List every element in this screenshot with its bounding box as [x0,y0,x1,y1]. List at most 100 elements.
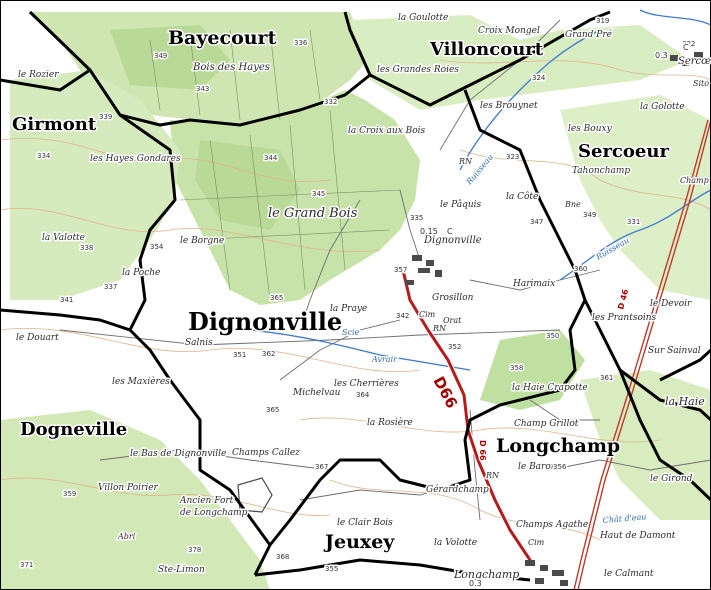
contour-lines [0,59,711,541]
place-label-la-haie: la Haie [665,395,705,408]
contour-8 [329,479,601,541]
boundary-jeuxey [254,558,531,582]
place-label-la-rosiere: la Rosière [367,417,413,428]
altitude-label: 360 [574,265,587,273]
path-2 [399,189,421,261]
place-label-champ-grillot: Champ Grillot [514,419,579,429]
altitude-label: 359 [63,490,76,498]
place-label-sito: Sito [693,79,709,88]
misc-label-alt-0-3: 0.3 [655,51,668,60]
altitude-label: 331 [627,218,640,226]
boundary-longchamp-east [618,369,711,502]
place-label-le-grand-bois: le Grand Bois [268,206,358,221]
commune-label-bayecourt: Bayecourt [168,27,277,49]
contour-4 [439,59,711,81]
place-label-les-grandes-roies: les Grandes Roies [377,65,459,75]
main-road-d66 [400,267,533,563]
commune-label-girmont: Girmont [12,114,97,135]
place-label-croix-mongel: Croix Mongel [478,26,540,36]
place-label-les-maxieres: les Maxières [112,376,170,387]
stream-top-right [639,9,711,26]
place-label-bne: Bne [564,200,581,209]
building-longchamp-3 [552,570,564,576]
altitude-label: 336 [294,39,308,47]
building-longchamp-1 [525,560,535,566]
place-label-les-prantsoins: les Prantsoins [592,313,657,323]
stream-ruisseau-north [459,29,601,171]
place-label-les-hayes-gondares: les Hayes Gondares [90,154,181,164]
altitude-label: 324 [532,74,546,82]
path-9 [299,199,361,331]
commune-label-sercoeur: Sercoeur [578,141,669,162]
altitude-label: 339 [99,113,112,121]
altitude-label: 378 [188,546,201,554]
place-label-le-baron: le Baron [518,462,557,472]
parcel-6 [209,139,231,291]
place-label-le-paquis: le Pâquis [440,199,482,210]
water-features [249,9,711,371]
path-7 [549,459,711,471]
place-label-champs-agathe: Champs Agathe [516,520,588,530]
contour-6 [299,417,661,443]
altitude-label: 323 [506,153,519,161]
altitude-label: 357 [394,266,407,274]
boundary-dignonville-south [253,299,587,576]
place-label-bois-des-hayes: Bois des Hayes [192,62,270,73]
railway-line-1 [577,119,711,590]
altitude-label: 341 [60,296,73,304]
d66-road-line [401,268,532,562]
contour-5 [459,149,711,211]
place-label-le-borgne: le Borgne [180,236,224,246]
commune-label-longchamp: Longchamp [496,435,620,457]
place-label-grosillon: Grosillon [432,293,474,303]
parcel-1 [149,39,161,111]
path-1 [59,329,561,346]
building-dignonville-5 [405,280,414,285]
path-4 [279,319,401,381]
forest-sercoeur [560,95,711,300]
place-label-le-girond: le Girond [650,474,693,484]
place-label-sercoeur-village: Sercœur [678,56,711,67]
railway-line-2 [573,119,709,590]
commune-boundaries [0,10,711,582]
place-label-salnis: Salnis [185,338,213,348]
altitude-label: 338 [80,244,93,252]
place-label-rn-1: RN [458,157,473,166]
place-label-la-cote: la Côte [506,191,538,202]
place-label-les-bouxy: les Bouxy [568,124,613,134]
place-label-le-bas-de-dignonville: le Bas de Dignonville [130,449,226,459]
commune-label-dogneville: Dogneville [20,419,127,440]
boundary-sercoeur [583,299,711,422]
altitude-label: 335 [410,214,423,222]
place-label-grand-pre: Grand Pré [565,29,613,40]
parcel-3 [229,29,241,121]
contour-3 [0,328,421,372]
misc-label-alt-0-15: 0.15 [420,227,438,236]
misc-label-alt-0-3-b: 0.3 [469,579,482,588]
building-dignonville-3 [418,268,430,273]
place-label-la-haie-crapotte: la Haie Crapotte [512,383,588,393]
forest-dark-patch-1 [195,140,300,230]
altitude-label: 365 [270,294,283,302]
altitude-label: 368 [276,553,289,561]
boundary-girmont-south [0,308,131,332]
building-longchamp-2 [540,565,548,571]
place-label-le-douart: le Douart [16,333,59,343]
misc-label-c-symbol-2: C [683,43,689,52]
place-label-orat: Orat [443,316,462,325]
parcel-7 [249,134,271,301]
place-label-rn-2: RN [432,324,447,333]
parcel-11 [189,229,391,241]
altitude-label: 352 [448,343,461,351]
place-label-la-valotte: la Valotte [42,233,85,243]
commune-labels: BayecourtVilloncourtGirmontSercoeurDigno… [11,26,671,555]
commune-label-jeuxey: Jeuxey [323,531,395,553]
altitude-label: 342 [396,312,409,320]
forest-dark-patch-2 [110,25,230,90]
forest-parcel-lines [149,29,401,301]
place-label-la-volotte: la Volotte [434,538,477,548]
parcel-2 [189,34,201,116]
